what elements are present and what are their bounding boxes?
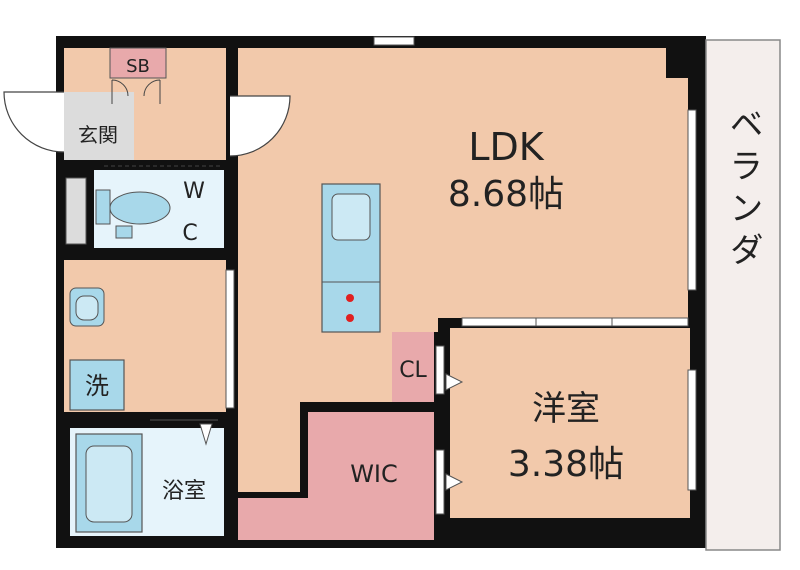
- washer: [69, 359, 125, 411]
- ldk-door-swing: [229, 95, 291, 157]
- stove-burner-1: [346, 294, 354, 302]
- bathtub-inner: [85, 445, 133, 523]
- cl-closet: [392, 332, 434, 402]
- veranda-label: ベランダ: [723, 106, 763, 274]
- ldk-size-label: 8.68帖: [448, 174, 564, 215]
- wc-tank: [95, 189, 111, 225]
- wash-basin-inner: [75, 295, 99, 321]
- cl-door: [435, 345, 445, 395]
- entrance-door-swing: [3, 91, 65, 153]
- veranda: [705, 39, 781, 551]
- western-room-floor: [450, 328, 690, 518]
- bath-label: 浴室: [162, 479, 206, 504]
- storage-side: [65, 177, 87, 245]
- washer-label: 洗: [85, 372, 109, 400]
- wc-label-1: W: [183, 179, 205, 204]
- bath-door: [150, 419, 218, 446]
- stove-burner-2: [346, 314, 354, 322]
- wc-label-2: C: [182, 221, 197, 246]
- ldk-label: LDK: [468, 125, 544, 169]
- ldk-floor: [238, 48, 688, 492]
- window-western-right: [687, 369, 697, 491]
- wic-floor: [238, 412, 434, 540]
- cl-door-arrow: [445, 373, 464, 391]
- wic-door-arrow: [445, 473, 464, 491]
- entrance-label: 玄関: [78, 123, 118, 147]
- window-ldk-right: [687, 109, 697, 291]
- wic-label: WIC: [350, 460, 398, 488]
- cl-label: CL: [399, 358, 427, 383]
- western-size-label: 3.38帖: [508, 444, 624, 485]
- wash-door: [225, 269, 235, 409]
- window-top: [373, 36, 415, 46]
- sb-box: [109, 47, 167, 79]
- sliding-door: [461, 317, 689, 327]
- wic-door: [435, 449, 445, 515]
- kitchen-sink: [331, 193, 371, 241]
- wc-sink: [115, 225, 133, 239]
- sb-door: [111, 79, 161, 104]
- western-label: 洋室: [532, 389, 600, 429]
- genkan-floor: [64, 92, 134, 160]
- sb-label: SB: [126, 56, 150, 77]
- toilet: [109, 191, 171, 225]
